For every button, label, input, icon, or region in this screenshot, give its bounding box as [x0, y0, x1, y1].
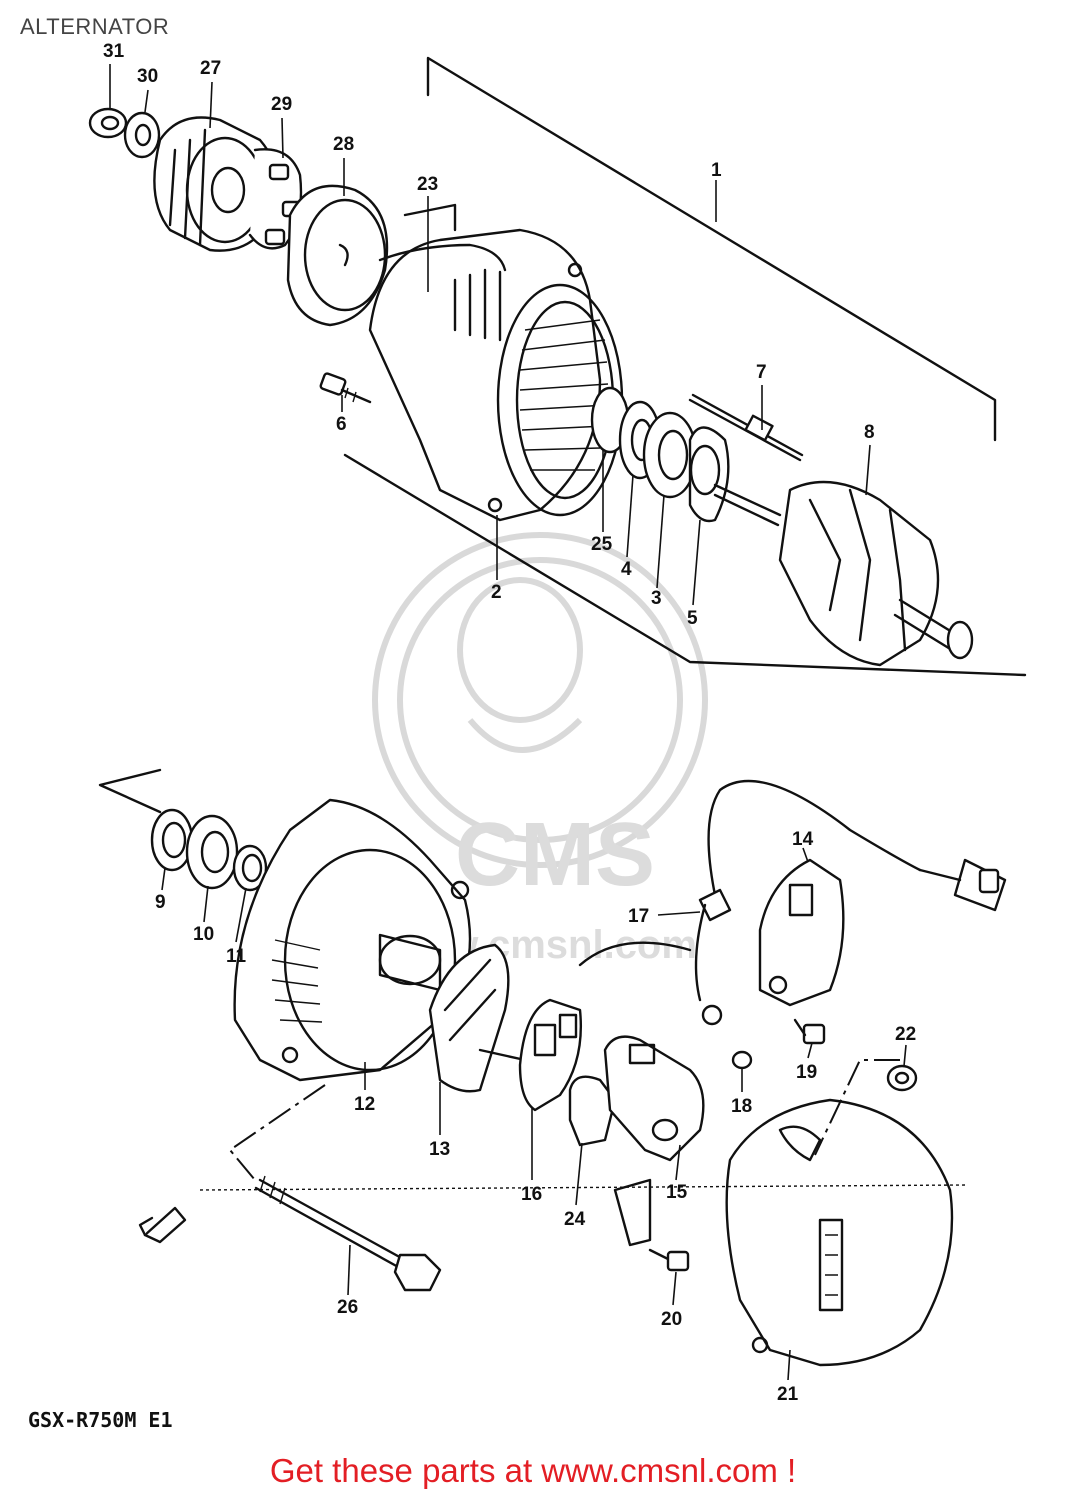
part-label-22: 22	[895, 1024, 916, 1045]
assembly-bracket-lower	[98, 768, 162, 814]
part-5-retainer-plate	[688, 426, 730, 523]
part-label-10: 10	[193, 924, 214, 945]
part-22-nut	[886, 1064, 918, 1092]
part-27-pulley	[153, 116, 280, 252]
part-24-plate	[568, 1075, 617, 1147]
part-8-rotor	[713, 480, 974, 667]
part-26-through-bolt	[254, 1175, 442, 1292]
watermark-brand: CMS	[455, 805, 655, 905]
part-15-regulator	[603, 1035, 705, 1162]
part-label-28: 28	[333, 134, 354, 155]
part-label-26: 26	[337, 1297, 358, 1318]
part-20-bolt	[648, 1248, 690, 1272]
leader-lines	[109, 64, 907, 1381]
part-3-bearing	[642, 411, 698, 499]
part-19-bolt	[793, 1018, 826, 1045]
part-label-31: 31	[103, 41, 125, 62]
part-2-front-housing	[368, 228, 624, 522]
regulator-bracket	[613, 1178, 652, 1247]
part-label-7: 7	[756, 362, 767, 383]
part-label-16: 16	[521, 1184, 542, 1205]
part-label-8: 8	[864, 422, 875, 443]
part-label-29: 29	[271, 94, 292, 115]
footer-cta[interactable]: Get these parts at www.cmsnl.com !	[269, 1452, 797, 1489]
part-label-1: 1	[711, 160, 722, 181]
part-label-13: 13	[429, 1139, 450, 1160]
leaders-group-lower	[343, 453, 1027, 677]
part-label-3: 3	[651, 588, 662, 609]
part-7-stud	[688, 393, 804, 462]
part-label-18: 18	[731, 1096, 752, 1117]
part-label-17: 17	[628, 906, 649, 927]
model-code: GSX-R750M E1	[28, 1408, 173, 1432]
part-6-bolt	[319, 372, 372, 404]
part-18-nut	[731, 1050, 753, 1070]
part-label-20: 20	[661, 1309, 682, 1330]
part-label-27: 27	[200, 58, 221, 79]
part-14-terminal	[758, 858, 845, 1007]
part-label-19: 19	[796, 1062, 817, 1083]
part-21-rear-cover	[725, 1098, 954, 1367]
page-title: ALTERNATOR	[20, 14, 170, 39]
part-labels: 31 30 27 29 28 23 1 6 7 8 2 25 4 3 5 9 1…	[103, 41, 916, 1405]
part-label-12: 12	[354, 1094, 375, 1115]
front-arrow-icon	[138, 1206, 187, 1244]
part-label-25: 25	[591, 534, 613, 555]
part-12-rear-housing	[233, 798, 472, 1082]
leader-22-dash	[814, 1059, 900, 1156]
part-11-ring	[232, 844, 268, 892]
part-label-6: 6	[336, 414, 347, 435]
part-label-4: 4	[621, 559, 632, 580]
part-31-nut	[88, 107, 128, 139]
part-label-21: 21	[777, 1384, 799, 1405]
reference-line	[199, 1184, 966, 1191]
part-label-15: 15	[666, 1182, 688, 1203]
part-label-2: 2	[491, 582, 502, 603]
part-label-9: 9	[155, 892, 166, 913]
part-label-24: 24	[564, 1209, 586, 1230]
part-13-rectifier	[428, 943, 527, 1093]
part-17-wire-harness	[578, 779, 1007, 1026]
part-label-14: 14	[792, 829, 814, 850]
assembly-bracket-1	[426, 56, 997, 442]
part-label-23: 23	[417, 174, 438, 195]
part-16-brush-holder	[518, 998, 582, 1112]
part-label-11: 11	[226, 946, 247, 967]
leader-26-dash	[228, 1084, 326, 1181]
part-9-seal	[150, 808, 194, 872]
part-label-5: 5	[687, 608, 698, 629]
part-28-hub	[286, 184, 389, 327]
part-10-bearing	[185, 814, 239, 890]
part-30-washer	[123, 111, 161, 159]
part-label-30: 30	[137, 66, 158, 87]
